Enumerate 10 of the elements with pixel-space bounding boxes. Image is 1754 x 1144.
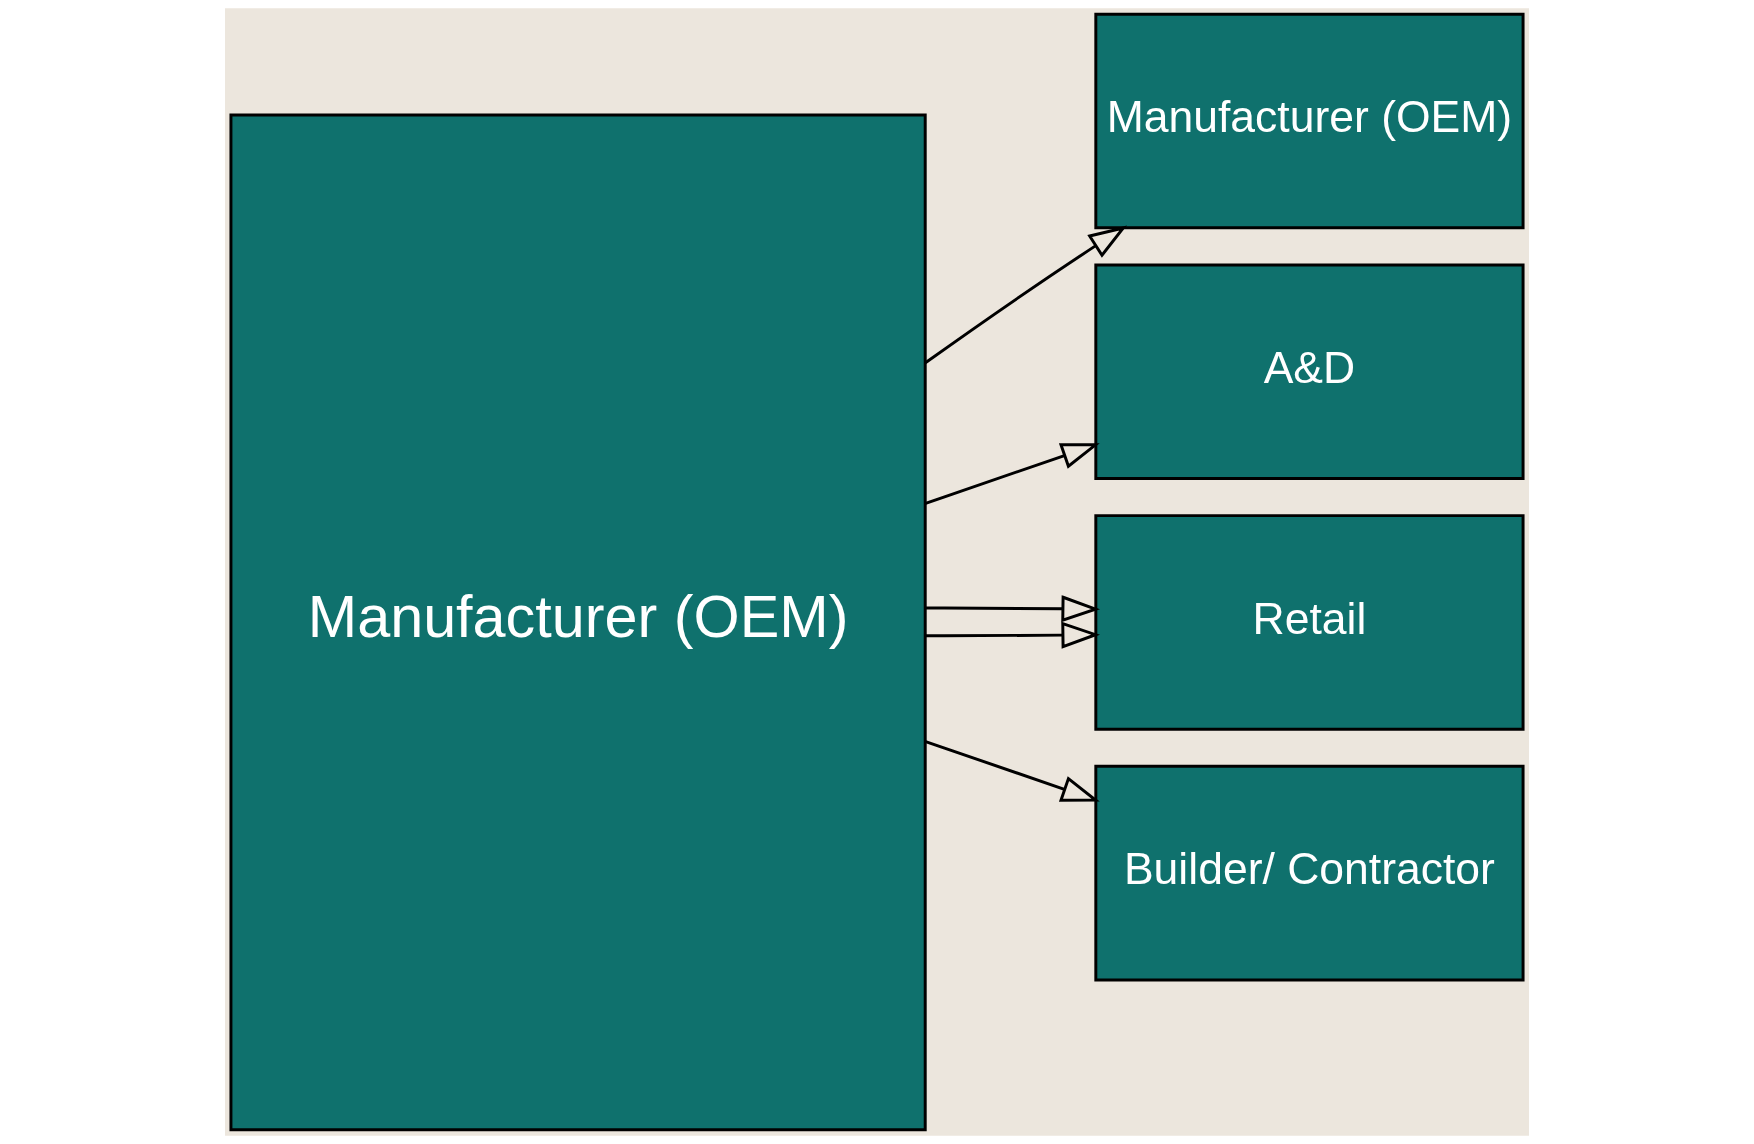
arrow (925, 595, 1101, 623)
node-box: Manufacturer (OEM) (229, 113, 927, 1132)
arrow (925, 443, 1100, 505)
arrow (924, 225, 1128, 364)
arrow (925, 740, 1100, 802)
arrow (925, 621, 1101, 649)
node-box: A&D (1094, 263, 1525, 481)
node-box: Builder/ Contractor (1094, 764, 1525, 982)
node-box: Retail (1094, 514, 1525, 731)
node-box: Manufacturer (OEM) (1094, 12, 1525, 230)
